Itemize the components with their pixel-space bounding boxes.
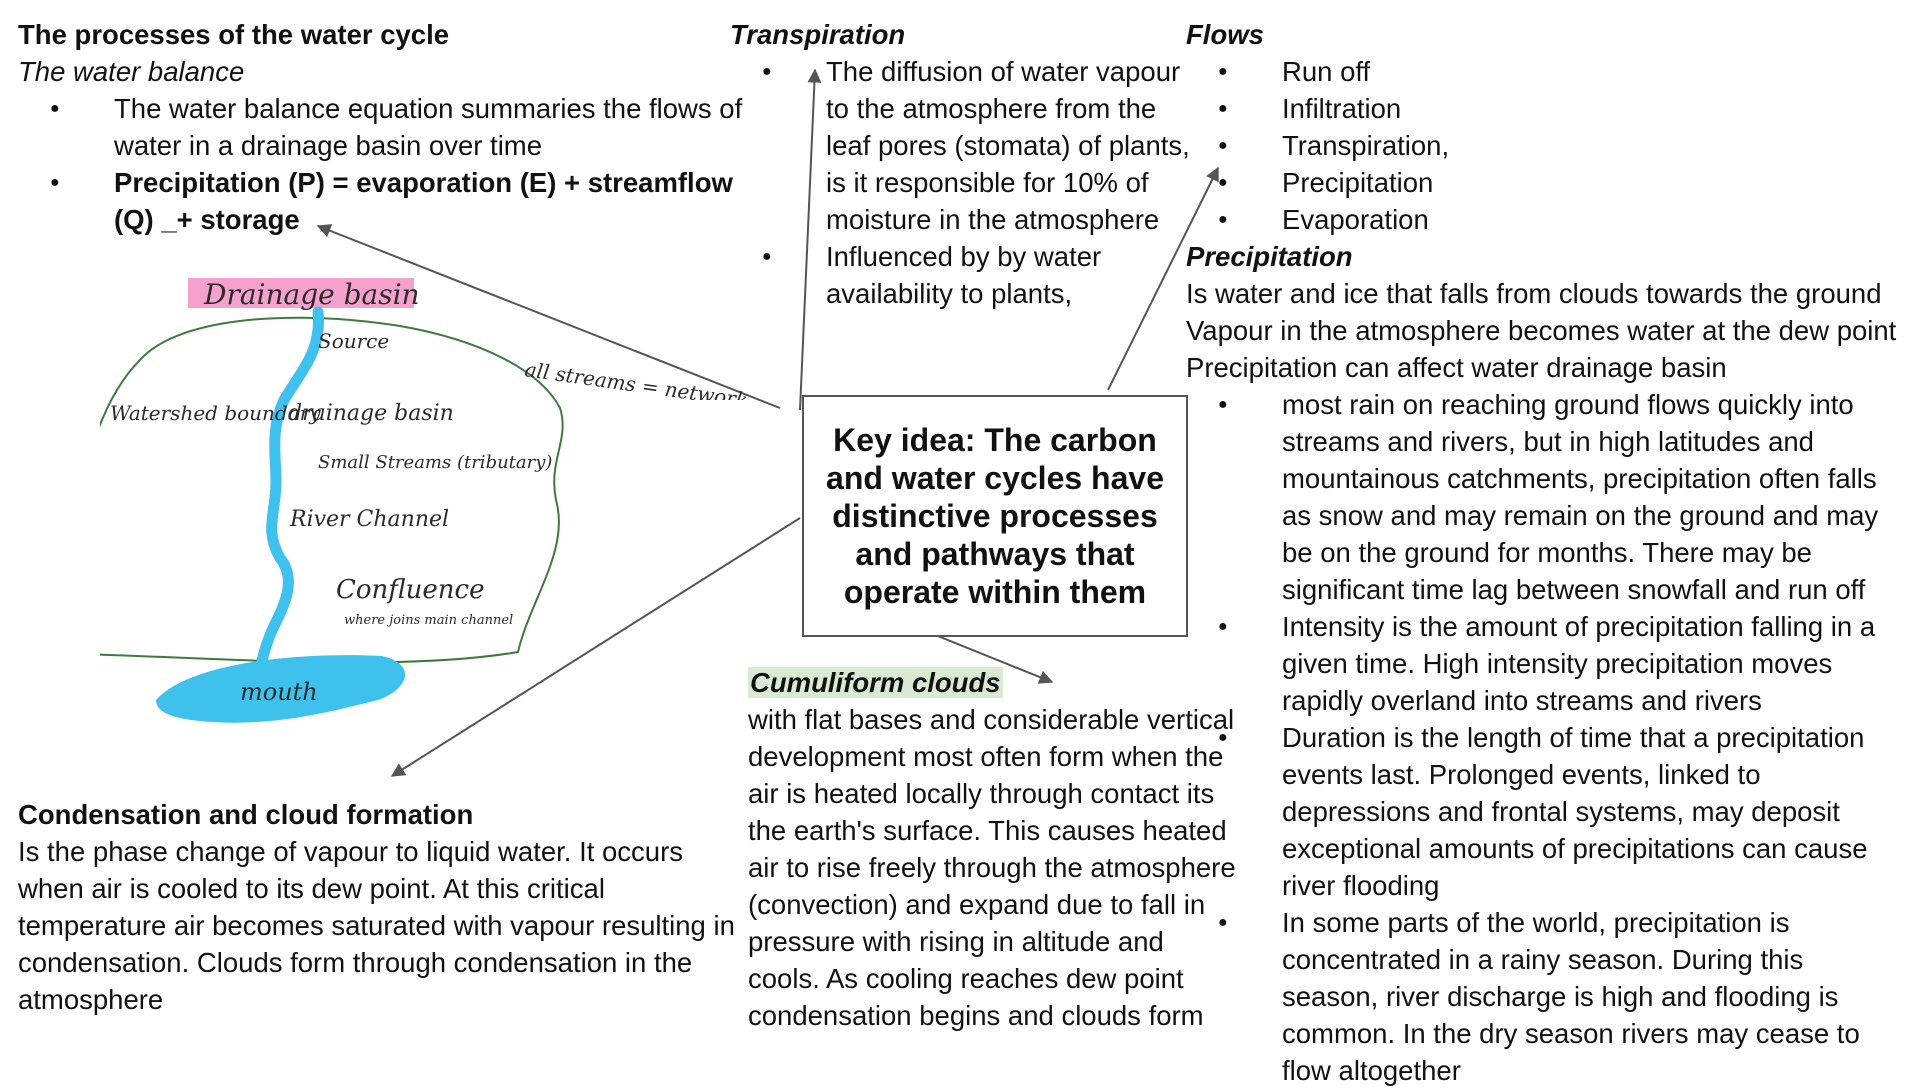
- all-streams-note: all streams = network: [523, 357, 749, 400]
- sketch-label-mouth: mouth: [240, 678, 318, 706]
- mouth-water: [156, 655, 406, 723]
- precipitation-line: Vapour in the atmosphere becomes water a…: [1186, 315, 1897, 346]
- cumuliform-section: Cumuliform clouds with flat bases and co…: [748, 664, 1238, 1034]
- arrow-to-water-balance: [316, 224, 781, 409]
- water-balance-subtitle: The water balance: [18, 56, 245, 87]
- section-title: The processes of the water cycle: [18, 19, 450, 50]
- arrow-to-cumuliform: [917, 627, 1054, 684]
- sketch-label-confluence: Confluence: [336, 575, 484, 605]
- list-item: Influenced by by water availability to p…: [730, 238, 1200, 312]
- sketch-label-source: Source: [318, 329, 389, 353]
- transpiration-list: The diffusion of water vapour to the atm…: [730, 53, 1200, 312]
- key-idea-text: Key idea: The carbon and water cycles ha…: [826, 422, 1164, 610]
- water-balance-section: The processes of the water cycle The wat…: [18, 16, 758, 238]
- cumuliform-text: with flat bases and considerable vertica…: [748, 704, 1236, 1031]
- flows-section: Flows Run off Infiltration Transpiration…: [1186, 16, 1516, 238]
- sketch-label-drainage-basin-lower: drainage basin: [288, 401, 454, 426]
- list-item: The diffusion of water vapour to the atm…: [730, 53, 1200, 238]
- key-idea-box: Key idea: The carbon and water cycles ha…: [802, 395, 1188, 637]
- arrow-to-condensation: [390, 517, 801, 777]
- list-item: most rain on reaching ground flows quick…: [1186, 386, 1906, 608]
- precipitation-list: most rain on reaching ground flows quick…: [1186, 386, 1906, 1089]
- flows-list: Run off Infiltration Transpiration, Prec…: [1186, 53, 1516, 238]
- list-item: In some parts of the world, precipitatio…: [1186, 904, 1906, 1089]
- transpiration-title: Transpiration: [730, 19, 906, 50]
- condensation-title: Condensation and cloud formation: [18, 799, 474, 830]
- sketch-label-river-channel: River Channel: [289, 507, 449, 532]
- condensation-text: Is the phase change of vapour to liquid …: [18, 836, 735, 1015]
- title-highlight: [188, 278, 414, 308]
- condensation-section: Condensation and cloud formation Is the …: [18, 796, 748, 1018]
- list-item: The water balance equation summaries the…: [18, 90, 758, 164]
- list-item: Transpiration,: [1186, 127, 1516, 164]
- list-item: Evaporation: [1186, 201, 1516, 238]
- sketch-label-small-streams: Small Streams (tributary): [318, 452, 552, 473]
- precipitation-title: Precipitation: [1186, 241, 1353, 272]
- list-item: Run off: [1186, 53, 1516, 90]
- list-item: Duration is the length of time that a pr…: [1186, 719, 1906, 904]
- list-item: Infiltration: [1186, 90, 1516, 127]
- water-balance-list: The water balance equation summaries the…: [18, 90, 758, 238]
- watershed-boundary: [100, 316, 564, 664]
- precipitation-section: Precipitation Is water and ice that fall…: [1186, 238, 1906, 1089]
- sketch-label-watershed: Watershed boundary: [110, 401, 321, 425]
- transpiration-section: Transpiration The diffusion of water vap…: [730, 16, 1200, 312]
- list-item: Intensity is the amount of precipitation…: [1186, 608, 1906, 719]
- cumuliform-title: Cumuliform clouds: [748, 667, 1003, 698]
- sketch-label-drainage-basin: Drainage basin: [203, 278, 420, 311]
- sketch-label-all-streams: all streams = network: [523, 357, 749, 400]
- flows-title: Flows: [1186, 19, 1264, 50]
- sketch-label-confluence-note: where joins main channel: [344, 613, 513, 628]
- precipitation-line: Precipitation can affect water drainage …: [1186, 352, 1727, 383]
- list-item-equation: Precipitation (P) = evaporation (E) + st…: [18, 164, 758, 238]
- drainage-basin-sketch: Drainage basin Source Watershed boundary…: [100, 278, 564, 723]
- river-channel-line: [252, 306, 325, 696]
- list-item: Precipitation: [1186, 164, 1516, 201]
- precipitation-line: Is water and ice that falls from clouds …: [1186, 278, 1882, 309]
